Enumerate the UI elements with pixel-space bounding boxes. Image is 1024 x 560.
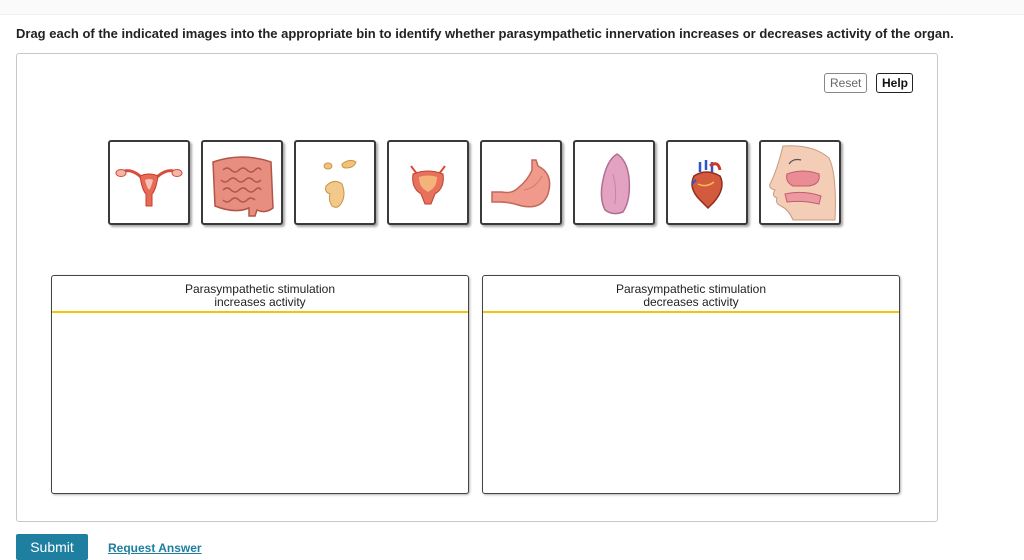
reset-button[interactable]: Reset [824, 73, 867, 93]
drag-drop-panel: Reset Help [16, 53, 938, 522]
instructions-text: Drag each of the indicated images into t… [16, 26, 954, 41]
help-button[interactable]: Help [876, 73, 913, 93]
bin-decreases-title-line2: decreases activity [643, 295, 739, 309]
intestines-icon [212, 156, 274, 217]
bin-increases-activity[interactable]: Parasympathetic stimulation increases ac… [51, 275, 469, 494]
urinary-bladder-icon [410, 165, 446, 205]
bin-increases-title-line1: Parasympathetic stimulation [184, 282, 336, 296]
bin-decreases-activity[interactable]: Parasympathetic stimulation decreases ac… [482, 275, 900, 494]
draggable-tile-bladder[interactable] [387, 140, 469, 225]
bin-decreases-header: Parasympathetic stimulation decreases ac… [483, 276, 899, 313]
draggable-tile-lung[interactable] [573, 140, 655, 225]
draggable-tile-intestines[interactable] [201, 140, 283, 225]
pancreas-icon [323, 159, 357, 208]
heart-icon [691, 160, 723, 210]
uterus-icon [115, 169, 183, 207]
bin-increases-header: Parasympathetic stimulation increases ac… [52, 276, 468, 313]
draggable-tile-uterus[interactable] [108, 140, 190, 225]
nasal-cavity-icon [769, 145, 836, 221]
draggable-tile-nasal[interactable] [759, 140, 841, 225]
draggable-tile-stomach[interactable] [480, 140, 562, 225]
bin-decreases-title-line1: Parasympathetic stimulation [615, 282, 767, 296]
lung-icon [600, 153, 631, 215]
submit-button[interactable]: Submit [16, 534, 88, 560]
stomach-icon [491, 159, 551, 208]
draggable-tile-pancreas[interactable] [294, 140, 376, 225]
draggable-tile-heart[interactable] [666, 140, 748, 225]
top-strip [0, 0, 1024, 15]
bin-increases-title-line2: increases activity [214, 295, 306, 309]
request-answer-link[interactable]: Request Answer [108, 541, 202, 555]
